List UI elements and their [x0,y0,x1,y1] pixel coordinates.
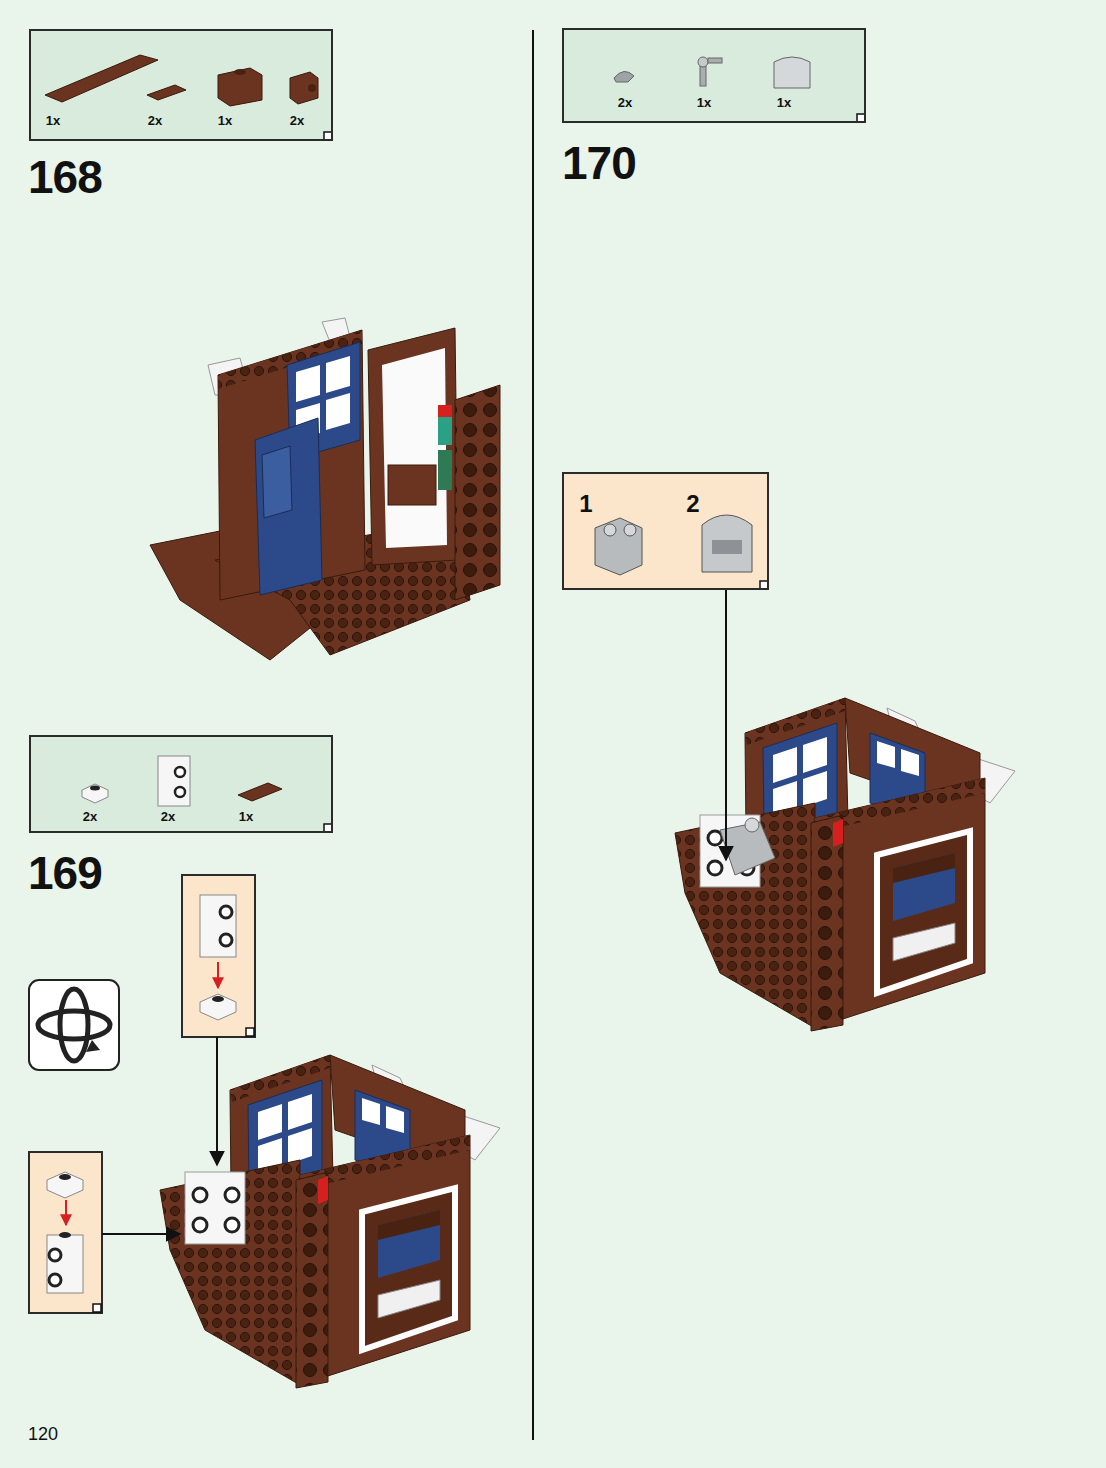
part-count: 2x [618,96,632,109]
part-count: 2x [148,114,162,127]
step-number: 169 [28,850,102,896]
part-count: 1x [218,114,232,127]
callout-box: 12 [562,472,769,590]
part-count: 1x [777,96,791,109]
part-count: 2x [83,810,97,823]
part-count: 2x [161,810,175,823]
part-count: 1x [239,810,253,823]
part-count: 1x [46,114,60,127]
parts-box: 1x 2x 1x 2x [29,29,333,141]
page-number: 120 [28,1425,58,1443]
parts-box: 2x 1x 1x [562,28,866,123]
callout-number: 2 [686,492,699,516]
part-count: 2x [290,114,304,127]
divider [532,30,534,1440]
part-count: 1x [697,96,711,109]
callout-number: 1 [579,492,592,516]
step-number: 170 [562,140,636,186]
step-number: 168 [28,154,102,200]
parts-box: 2x 2x 1x [29,735,333,833]
